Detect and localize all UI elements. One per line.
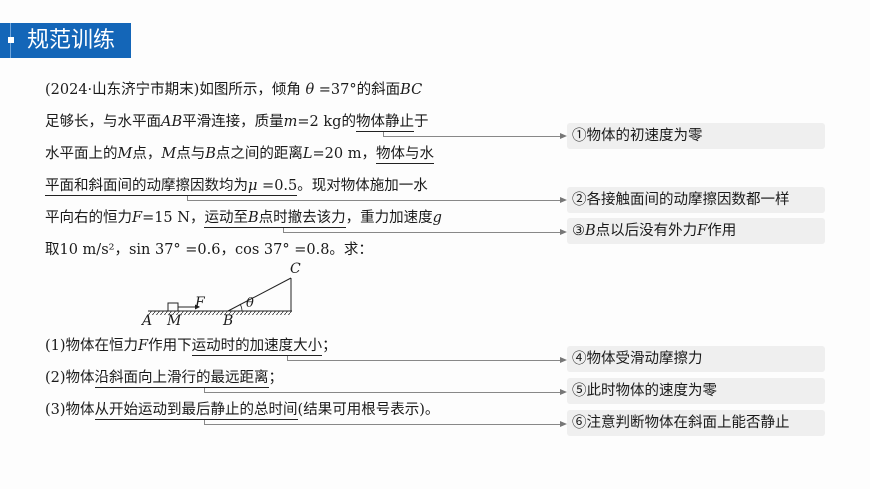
problem-line-2: 足够长，与水平面AB平滑连接，质量m=2 kg的物体静止于 xyxy=(45,114,429,132)
annotation-4: ④物体受滑动摩擦力 xyxy=(567,346,825,372)
label-B: B xyxy=(223,313,234,329)
problem-line-3: 水平面上的M点，M点与B点之间的距离L=20 m，物体与水 xyxy=(45,146,434,164)
connector-1 xyxy=(383,132,561,137)
annotation-3: ③B点以后没有外力F作用 xyxy=(567,218,825,244)
annotation-2: ②各接触面间的动摩擦因数都一样 xyxy=(567,187,825,213)
arrow-3-icon xyxy=(560,229,567,235)
question-3: (3)物体从开始运动到最后静止的总时间(结果可用根号表示)。 xyxy=(45,402,440,420)
problem-line-6: 取10 m/s²，sin 37° =0.6，cos 37° =0.8。求： xyxy=(45,242,373,258)
arrow-5-icon xyxy=(560,389,567,395)
connector-4 xyxy=(287,356,561,361)
key-phrase-1: 物体静止 xyxy=(355,114,414,132)
key-phrase-4: 运动时的加速度大小 xyxy=(191,338,323,356)
label-F: F xyxy=(195,295,205,311)
arrow-4-icon xyxy=(560,357,567,363)
arrow-6-icon xyxy=(560,421,567,427)
label-C: C xyxy=(290,261,301,277)
connector-5 xyxy=(204,388,561,393)
key-phrase-2a: 物体与水 xyxy=(375,146,434,164)
problem-line-5: 平向右的恒力F=15 N，运动至B点时撤去该力，重力加速度g xyxy=(45,210,442,228)
key-phrase-2b: 平面和斜面间的动摩擦因数均为μ =0.5 xyxy=(45,178,298,196)
key-phrase-5: 沿斜面向上滑行的最远距离 xyxy=(94,370,269,388)
section-title: 规范训练 xyxy=(27,28,116,53)
label-theta: θ xyxy=(246,296,254,311)
connector-6 xyxy=(204,420,561,425)
question-2: (2)物体沿斜面向上滑行的最远距离； xyxy=(45,370,284,388)
section-banner: 规范训练 xyxy=(0,23,131,58)
key-phrase-3: 运动至B点时撤去该力 xyxy=(204,210,346,228)
label-A: A xyxy=(142,313,153,329)
annotation-6: ⑥注意判断物体在斜面上能否静止 xyxy=(567,410,825,436)
label-M: M xyxy=(167,313,182,329)
annotation-1: ①物体的初速度为零 xyxy=(567,123,825,149)
connector-3 xyxy=(283,228,561,233)
annotation-5: ⑤此时物体的速度为零 xyxy=(567,378,825,404)
problem-line-4: 平面和斜面间的动摩擦因数均为μ =0.5。现对物体施加一水 xyxy=(45,178,428,196)
bullet-icon xyxy=(8,37,14,43)
question-1: (1)物体在恒力F作用下运动时的加速度大小； xyxy=(45,338,337,356)
arrow-1-icon xyxy=(560,133,567,139)
problem-line-1: (2024·山东济宁市期末)如图所示，倾角 θ =37°的斜面BC xyxy=(45,82,423,98)
arrow-2-icon xyxy=(560,197,567,203)
incline-diagram xyxy=(148,277,292,315)
key-phrase-6: 从开始运动到最后静止的总时间 xyxy=(94,402,298,420)
connector-2 xyxy=(187,196,561,201)
